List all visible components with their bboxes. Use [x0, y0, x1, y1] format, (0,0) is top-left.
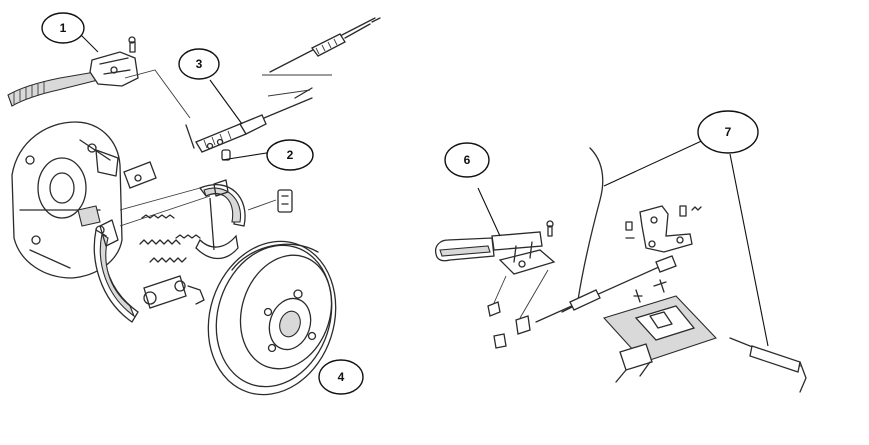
callout-7-leader-a [603, 137, 709, 187]
equalizer-bracket [625, 205, 702, 253]
linkage-rod [185, 124, 195, 149]
callout-4: 4 [318, 359, 364, 395]
handbrake-cable-main [535, 147, 671, 323]
callout-6: 6 [444, 142, 490, 178]
callout-4-label: 4 [338, 370, 345, 384]
callout-2-leader [221, 151, 274, 161]
callout-2-label: 2 [287, 148, 294, 162]
callout-1: 1 [41, 12, 85, 44]
callout-3-label: 3 [196, 57, 203, 71]
handbrake-cable-adjuster [195, 97, 313, 153]
lever-pin [493, 333, 507, 349]
floor-bracket [603, 295, 717, 383]
callout-7: 7 [697, 110, 759, 154]
callout-3-leader [209, 79, 243, 125]
handbrake-lever-assembly [7, 36, 139, 107]
pivot-pin [221, 149, 231, 161]
cable-end-fitting [633, 255, 677, 303]
wheel-cylinder [143, 275, 205, 309]
lever-pin-block [515, 315, 531, 335]
callout-6-leader [477, 187, 501, 237]
callout-1-label: 1 [60, 21, 67, 35]
adjuster-hardware [247, 189, 293, 213]
handbrake-cable-upper [262, 17, 381, 99]
callout-7-label: 7 [725, 125, 732, 139]
brake-shoe-right [195, 179, 246, 260]
callout-2: 2 [266, 139, 314, 171]
rear-cable-section [729, 337, 807, 393]
callout-6-label: 6 [464, 153, 471, 167]
linkage-guide-lines [124, 69, 191, 119]
callout-7-leader-b [729, 153, 769, 347]
callout-3: 3 [178, 48, 220, 80]
brake-shoe-left [93, 219, 139, 323]
brake-drum [207, 240, 337, 396]
handbrake-lever [434, 220, 556, 275]
lever-clip [487, 301, 501, 317]
return-springs [119, 187, 211, 263]
